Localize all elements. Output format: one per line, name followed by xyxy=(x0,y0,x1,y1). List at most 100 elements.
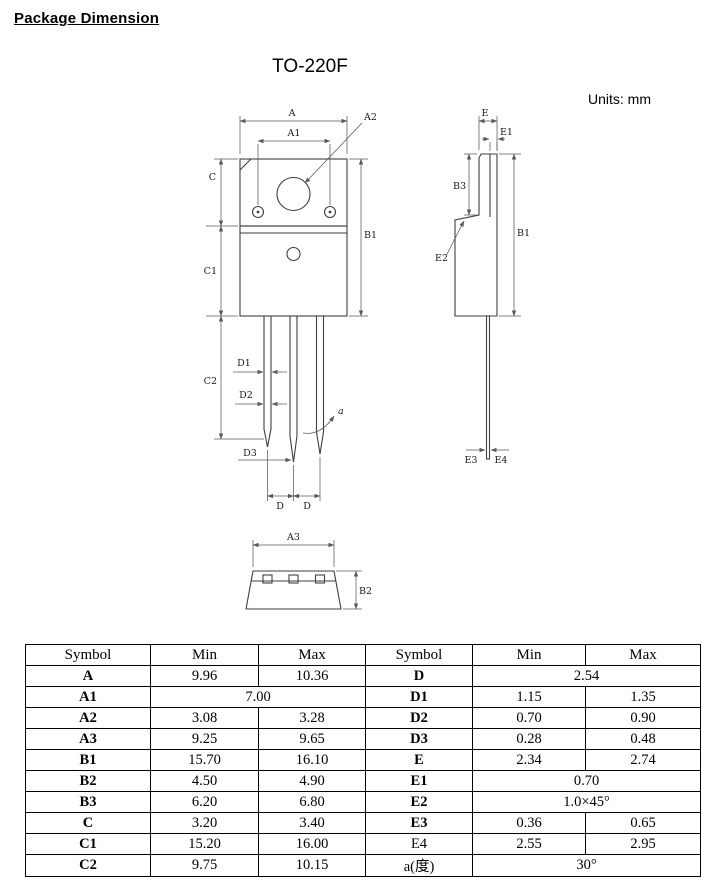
value-cell: 9.65 xyxy=(258,728,366,750)
dim-label-a1: A1 xyxy=(287,128,301,139)
dim-label-c2: C2 xyxy=(204,376,217,387)
value-cell: 2.34 xyxy=(472,749,586,771)
mounting-hole xyxy=(276,176,311,212)
symbol-cell: E4 xyxy=(365,833,473,855)
dim-label-d3: D3 xyxy=(243,448,257,459)
lead-left xyxy=(263,315,272,448)
value-cell: 10.36 xyxy=(258,665,366,687)
symbol-cell: E1 xyxy=(365,770,473,792)
symbol-cell: B2 xyxy=(25,770,151,792)
col-header-symbol-left: Symbol xyxy=(25,644,151,666)
dim-label-e: E xyxy=(482,108,489,119)
value-cell: 1.15 xyxy=(472,686,586,708)
value-cell: 3.08 xyxy=(150,707,259,729)
bottom-view-outline xyxy=(245,570,342,610)
value-cell: 0.36 xyxy=(472,812,586,834)
units-label: Units: mm xyxy=(588,91,651,107)
front-view-dimensions: A A1 A2 C C1 C2 B1 D1 xyxy=(204,108,377,512)
dim-label-e4: E4 xyxy=(495,455,508,466)
value-cell: 4.50 xyxy=(150,770,259,792)
value-cell: 6.80 xyxy=(258,791,366,813)
symbol-cell: E3 xyxy=(365,812,473,834)
value-cell: 3.20 xyxy=(150,812,259,834)
value-cell: 2.54 xyxy=(472,665,701,687)
value-cell: 6.20 xyxy=(150,791,259,813)
symbol-cell: B3 xyxy=(25,791,151,813)
dim-label-e3: E3 xyxy=(465,455,478,466)
dim-label-a: A xyxy=(288,108,296,119)
front-view-outline xyxy=(239,158,348,463)
value-cell: 10.15 xyxy=(258,854,366,877)
value-cell: 2.74 xyxy=(585,749,701,771)
value-cell: 3.40 xyxy=(258,812,366,834)
table-header-row: Symbol Min Max Symbol Min Max xyxy=(25,644,701,666)
dim-label-angle: a xyxy=(338,406,344,417)
dim-label-d-left: D xyxy=(276,501,284,512)
dim-label-d2: D2 xyxy=(239,390,253,401)
side-view-outline xyxy=(454,153,498,460)
dim-label-d-right: D xyxy=(303,501,311,512)
dim-label-b1-side: B1 xyxy=(517,228,530,239)
symbol-cell: A2 xyxy=(25,707,151,729)
value-cell: 4.90 xyxy=(258,770,366,792)
symbol-cell: A xyxy=(25,665,151,687)
col-header-min-right: Min xyxy=(472,644,586,666)
symbol-cell: D xyxy=(365,665,473,687)
value-cell: 0.65 xyxy=(585,812,701,834)
section-header: Package Dimension xyxy=(14,10,160,27)
col-header-symbol-right: Symbol xyxy=(365,644,473,666)
symbol-cell: C xyxy=(25,812,151,834)
symbol-cell: A3 xyxy=(25,728,151,750)
symbol-cell: E xyxy=(365,749,473,771)
symbol-cell: C1 xyxy=(25,833,151,855)
value-cell: 7.00 xyxy=(150,686,366,708)
bottom-view-dimensions: A3 B2 xyxy=(252,532,372,610)
value-cell: 2.95 xyxy=(585,833,701,855)
dim-label-e2: E2 xyxy=(435,253,448,264)
value-cell: 16.00 xyxy=(258,833,366,855)
lead-right xyxy=(315,315,325,455)
lead-side xyxy=(485,315,491,460)
value-cell: 0.70 xyxy=(472,707,586,729)
dim-label-b3: B3 xyxy=(453,181,466,192)
value-cell: 9.25 xyxy=(150,728,259,750)
value-cell: 1.0×45° xyxy=(472,791,701,813)
dim-label-c: C xyxy=(209,172,216,183)
symbol-cell: B1 xyxy=(25,749,151,771)
value-cell: 15.70 xyxy=(150,749,259,771)
package-title: TO-220F xyxy=(272,56,348,77)
dim-label-b1-front: B1 xyxy=(364,230,377,241)
dim-label-a2: A2 xyxy=(363,112,377,123)
value-cell: 0.90 xyxy=(585,707,701,729)
lead-middle xyxy=(289,315,298,463)
dim-label-b2: B2 xyxy=(359,586,372,597)
value-cell: 3.28 xyxy=(258,707,366,729)
col-header-max-left: Max xyxy=(258,644,366,666)
symbol-cell: A1 xyxy=(25,686,151,708)
value-cell: 15.20 xyxy=(150,833,259,855)
side-view-dimensions: E E1 B3 E2 B1 E3 E4 xyxy=(435,108,530,466)
value-cell: 16.10 xyxy=(258,749,366,771)
symbol-cell: E2 xyxy=(365,791,473,813)
symbol-cell: D3 xyxy=(365,728,473,750)
value-cell: 0.70 xyxy=(472,770,701,792)
dim-label-d1: D1 xyxy=(237,358,251,369)
value-cell: 1.35 xyxy=(585,686,701,708)
col-header-max-right: Max xyxy=(585,644,701,666)
value-cell: 2.55 xyxy=(472,833,586,855)
value-cell: 0.48 xyxy=(585,728,701,750)
dim-label-e1: E1 xyxy=(500,127,513,138)
value-cell: 30° xyxy=(472,854,701,877)
